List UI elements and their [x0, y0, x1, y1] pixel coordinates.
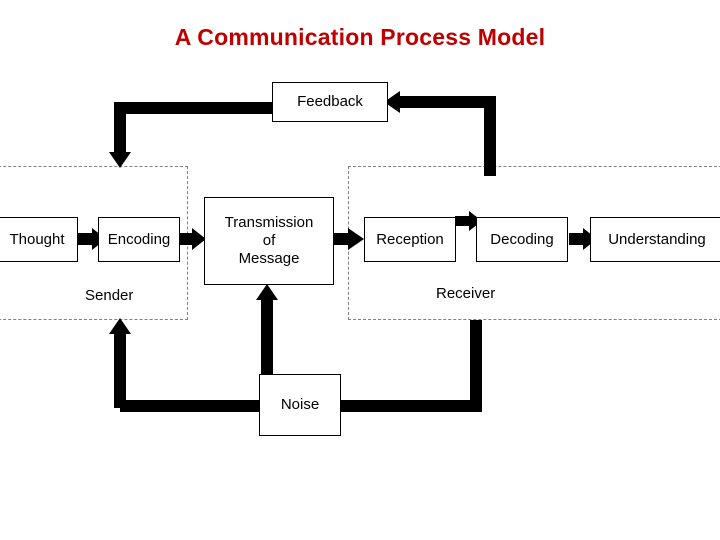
arrow-feedback-receiver-branch	[340, 320, 482, 412]
node-transmission-line1: Transmission	[224, 214, 314, 231]
node-thought[interactable]: Thought	[0, 217, 78, 262]
node-reception[interactable]: Reception	[364, 217, 456, 262]
arrow-noise-to-transmission	[256, 284, 278, 374]
arrow-encoding-to-transmission	[178, 228, 206, 250]
node-noise[interactable]: Noise	[259, 374, 341, 436]
page-title: A Communication Process Model	[174, 24, 546, 50]
node-decoding[interactable]: Decoding	[476, 217, 568, 262]
arrow-feedback-sender-branch	[109, 318, 260, 412]
label-sender: Sender	[85, 287, 134, 304]
arrow-transmission-to-reception	[332, 228, 364, 250]
label-receiver: Receiver	[436, 285, 496, 302]
arrow-feedback-top-left	[109, 102, 274, 168]
node-transmission-line2: of	[262, 232, 276, 249]
node-feedback[interactable]: Feedback	[272, 82, 388, 122]
node-transmission-of-message[interactable]: Transmission of Message	[204, 197, 334, 285]
arrow-feedback-top-right	[384, 91, 496, 176]
node-encoding[interactable]: Encoding	[98, 217, 180, 262]
node-understanding[interactable]: Understanding	[590, 217, 720, 262]
arrow-reception-to-decoding	[455, 211, 482, 231]
node-transmission-line3: Message	[238, 250, 300, 267]
